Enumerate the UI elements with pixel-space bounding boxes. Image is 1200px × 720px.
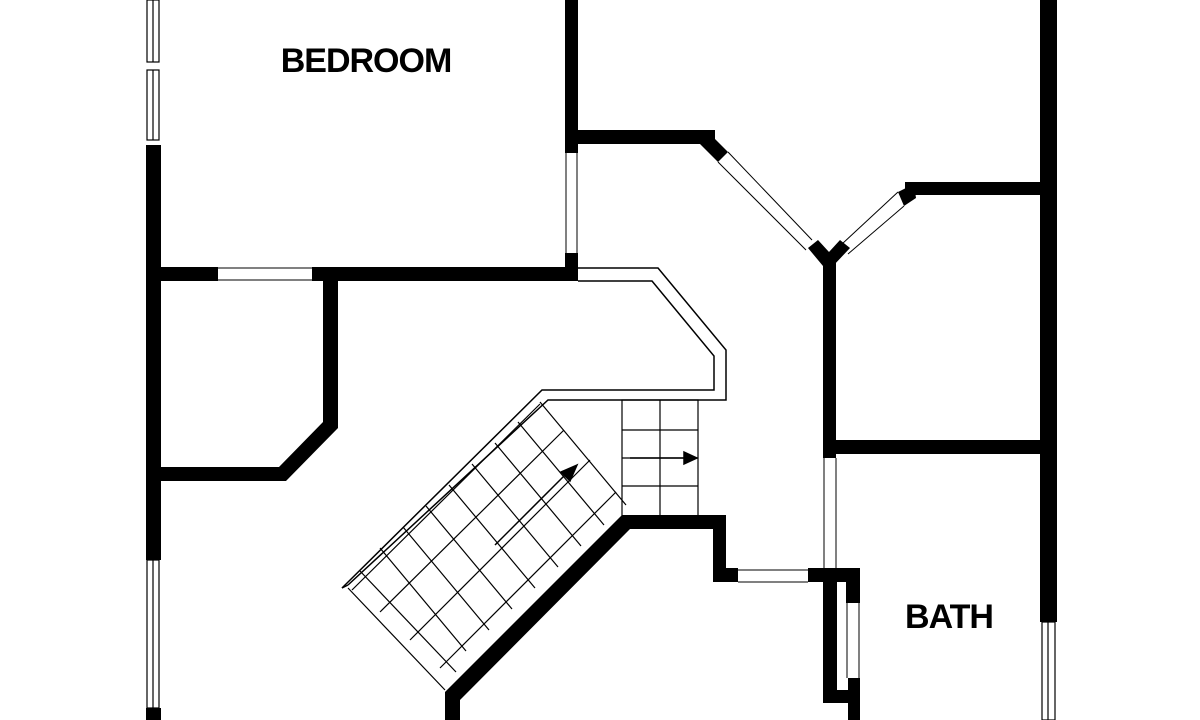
arrow-diagonal-head — [559, 463, 579, 483]
wall-corner-right — [898, 184, 916, 206]
wall-bedroom-bottom-left — [146, 267, 218, 281]
arrow-straight-head — [683, 450, 699, 466]
wall-left-exterior-lower — [146, 708, 161, 720]
wall-stair-bottom — [445, 515, 738, 720]
arrow-diagonal-line — [494, 469, 571, 546]
windows — [146, 0, 1056, 720]
wall-bedroom-right-upper — [565, 0, 578, 153]
wall-bath-jamb — [808, 568, 860, 703]
door-openings — [218, 151, 905, 678]
wall-corner-junction — [808, 240, 850, 266]
room-label-bath: BATH — [905, 598, 993, 636]
wall-right-room-bottom — [823, 440, 1048, 454]
wall-hall-right-upper — [823, 258, 836, 458]
wall-hall-top — [570, 130, 715, 144]
wall-right-room-top — [905, 182, 1045, 195]
stair-direction-arrows — [494, 450, 699, 546]
wall-corner-left — [700, 132, 728, 162]
wall-left-exterior-upper — [146, 145, 161, 560]
room-label-bedroom: BEDROOM — [281, 42, 452, 80]
wall-bedroom-bottom-right — [312, 267, 578, 281]
walls — [146, 0, 1057, 720]
wall-right-exterior — [1040, 0, 1057, 622]
stair-railing — [341, 267, 727, 589]
